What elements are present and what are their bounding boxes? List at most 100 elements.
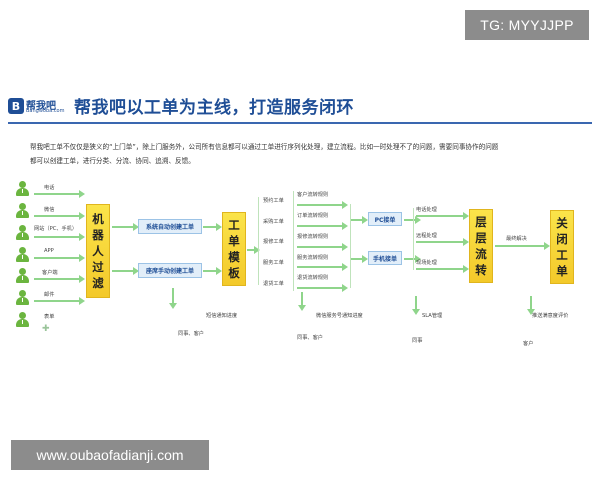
- flow-arrow: [203, 267, 222, 275]
- box-char: 人: [92, 244, 104, 258]
- box-char: 层: [475, 231, 487, 245]
- flow-arrow: [34, 297, 85, 305]
- box-char: 过: [92, 260, 104, 274]
- logo: B 帮我吧 Bangwoba.com: [8, 96, 66, 116]
- template-type: 采购工单: [263, 219, 284, 225]
- sla-label: SLA管理: [422, 313, 443, 319]
- header-divider: [8, 122, 592, 124]
- down-arrow: [412, 296, 420, 315]
- wechat-notify-label: 微信服务号通知进度: [316, 313, 363, 319]
- person-icon: [15, 268, 29, 284]
- flow-arrow: [297, 263, 348, 271]
- template-type: 预约工单: [263, 198, 284, 204]
- logo-subtext: Bangwoba.com: [26, 108, 65, 114]
- source-label: 表单: [44, 314, 55, 320]
- branch-line: [413, 208, 414, 270]
- final-resolve-label: 最终解决: [506, 236, 527, 242]
- flow-arrow: [416, 265, 469, 273]
- watermark-badge-bottom: www.oubaofadianji.com: [11, 440, 209, 470]
- logo-text: 帮我吧: [26, 101, 56, 112]
- description-line: 帮我吧工单不仅仅是狭义的“上门单”，除上门服务外，公司所有信息都可以通过工单进行…: [30, 143, 499, 151]
- source-label: APP: [44, 248, 54, 254]
- person-icon: [15, 203, 29, 219]
- close-ticket-box: 关 闭 工 单: [550, 210, 574, 284]
- routing-rule: 客户流转规则: [297, 192, 329, 198]
- flow-arrow: [351, 255, 368, 263]
- flow-arrow: [404, 216, 421, 224]
- source-label: 电话: [44, 185, 55, 191]
- source-label: 客户端: [42, 270, 58, 276]
- merge-line: [350, 204, 351, 288]
- flow-arrow: [34, 212, 85, 220]
- handling-type: 远程处理: [416, 233, 437, 239]
- person-icon: [15, 290, 29, 306]
- flow-arrow: [404, 255, 421, 263]
- branch-line: [258, 197, 259, 285]
- flow-arrow: [495, 242, 550, 250]
- manual-create-ticket: 座席手动创建工单: [138, 263, 202, 278]
- flow-arrow: [34, 275, 85, 283]
- box-char: 单: [556, 264, 568, 278]
- flow-arrow: [34, 190, 85, 198]
- flow-arrow: [112, 223, 139, 231]
- down-arrow: [527, 296, 535, 315]
- routing-rule: 服务流转规则: [297, 255, 329, 261]
- source-label: 邮件: [44, 292, 55, 298]
- box-char: 闭: [556, 232, 568, 246]
- ticket-template-box: 工 单 模 板: [222, 212, 246, 286]
- box-char: 工: [228, 218, 240, 232]
- routing-rule: 订单流转规则: [297, 213, 329, 219]
- box-char: 模: [228, 250, 240, 264]
- flow-arrow: [112, 267, 139, 275]
- down-arrow: [298, 292, 306, 311]
- page-title: 帮我吧以工单为主线，打造服务闭环: [74, 98, 354, 118]
- source-label: 微信: [44, 207, 55, 213]
- flow-arrow: [297, 243, 348, 251]
- sla-audience: 同事: [412, 338, 423, 344]
- flow-arrow: [34, 233, 85, 241]
- template-type: 退货工单: [263, 281, 284, 287]
- box-char: 器: [92, 228, 104, 242]
- mobile-channel: 手机接单: [368, 251, 402, 265]
- box-char: 转: [475, 263, 487, 277]
- box-char: 滤: [92, 276, 104, 290]
- wechat-notify-audience: 同事、客户: [297, 335, 323, 341]
- eval-push-audience: 客户: [523, 341, 534, 347]
- layered-flow-box: 层 层 流 转: [469, 209, 493, 283]
- branch-line: [293, 191, 294, 291]
- template-type: 服务工单: [263, 260, 284, 266]
- sms-notify-audience: 同事、客户: [178, 331, 204, 337]
- template-type: 报修工单: [263, 239, 284, 245]
- watermark-badge-top: TG: MYYJJPP: [465, 10, 589, 40]
- sms-notify-label: 短信通知进度: [206, 313, 238, 319]
- logo-mark-icon: B: [8, 98, 24, 114]
- person-icon: [15, 247, 29, 263]
- box-char: 机: [92, 212, 104, 226]
- handling-type: 现场处理: [416, 260, 437, 266]
- flow-arrow: [416, 238, 469, 246]
- routing-rule: 退货流转规则: [297, 275, 329, 281]
- flow-arrow: [416, 212, 469, 220]
- flow-arrow: [247, 246, 260, 254]
- box-char: 流: [475, 247, 487, 261]
- description: 帮我吧工单不仅仅是狭义的“上门单”，除上门服务外，公司所有信息都可以通过工单进行…: [30, 140, 575, 168]
- down-arrow: [169, 288, 177, 309]
- person-icon: [15, 312, 29, 328]
- flow-arrow: [297, 222, 348, 230]
- description-line: 都可以创建工单，进行分类、分流、协同、追溯、反馈。: [30, 157, 195, 165]
- box-char: 层: [475, 215, 487, 229]
- box-char: 工: [556, 248, 568, 262]
- robot-filter-box: 机 器 人 过 滤: [86, 204, 110, 298]
- box-char: 关: [556, 216, 568, 230]
- handling-type: 电话处理: [416, 207, 437, 213]
- plus-icon: ✚: [42, 324, 50, 334]
- box-char: 板: [228, 266, 240, 280]
- person-icon: [15, 225, 29, 241]
- flow-arrow: [351, 216, 368, 224]
- flow-arrow: [34, 254, 85, 262]
- person-icon: [15, 181, 29, 197]
- routing-rule: 报修流转规则: [297, 234, 329, 240]
- eval-push-label: 推送满意度评价: [532, 313, 569, 319]
- auto-create-ticket: 系统自动创建工单: [138, 219, 202, 234]
- flow-arrow: [203, 223, 222, 231]
